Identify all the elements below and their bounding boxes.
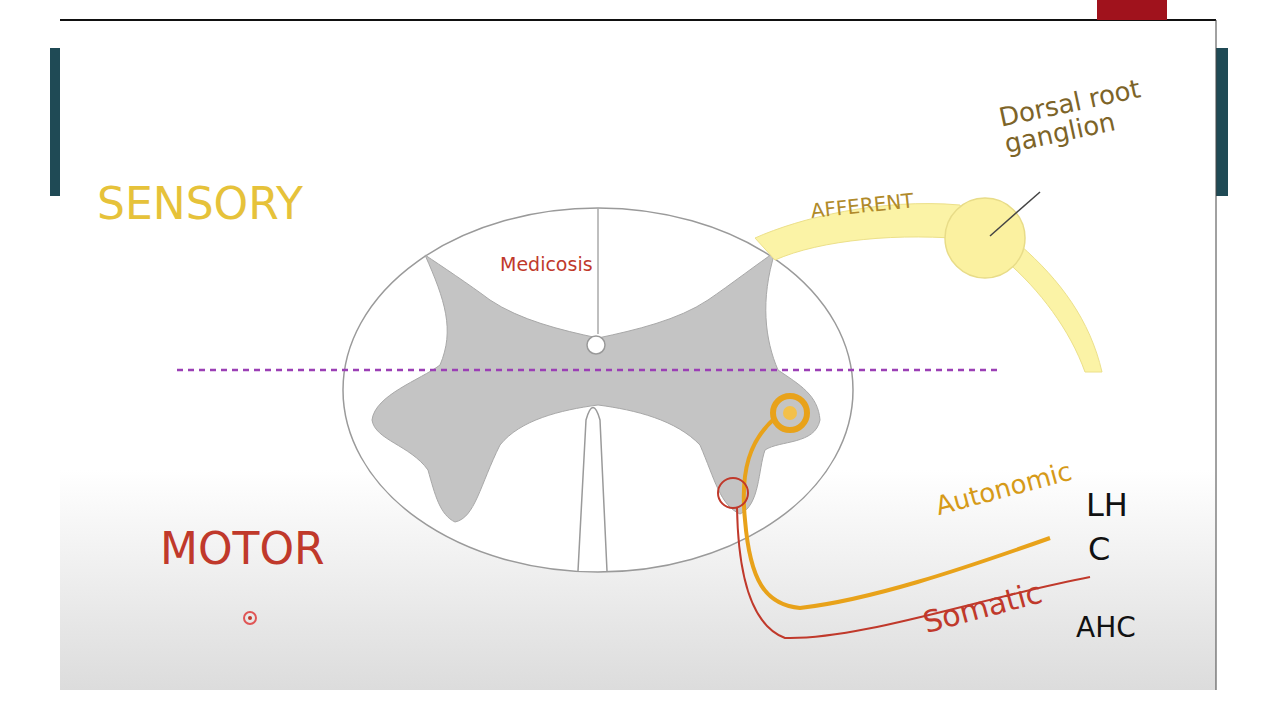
divider-line [177,369,1000,372]
abbreviation: LH [1086,488,1128,523]
anterior-horn-neuron [718,478,748,508]
abbreviation: AHC [1076,613,1136,644]
somatic-fibre [737,507,1090,638]
spinal-nerve [1005,245,1102,372]
autonomic-fibre [744,418,1050,608]
lateral-horn-neuron [773,396,807,430]
ventral-median-fissure [578,408,607,572]
pointer-dot [248,616,252,620]
lateral-horn-neuron [783,406,797,420]
abbreviation: C [1088,532,1110,567]
section-heading: MOTOR [160,525,325,573]
panel-edge [1216,20,1217,690]
pointer-dot [244,612,256,624]
central-canal [587,336,605,354]
corner-tab [1097,0,1167,20]
watermark: Medicosis [500,254,593,275]
top-rule [60,19,1216,21]
slide-panel [60,20,1216,690]
leader-line [990,192,1040,236]
dorsal-root-ganglion [945,198,1025,278]
section-heading: SENSORY [97,180,303,228]
dorsal-median-septum [597,208,599,334]
spinal-cord-outline [343,208,853,572]
